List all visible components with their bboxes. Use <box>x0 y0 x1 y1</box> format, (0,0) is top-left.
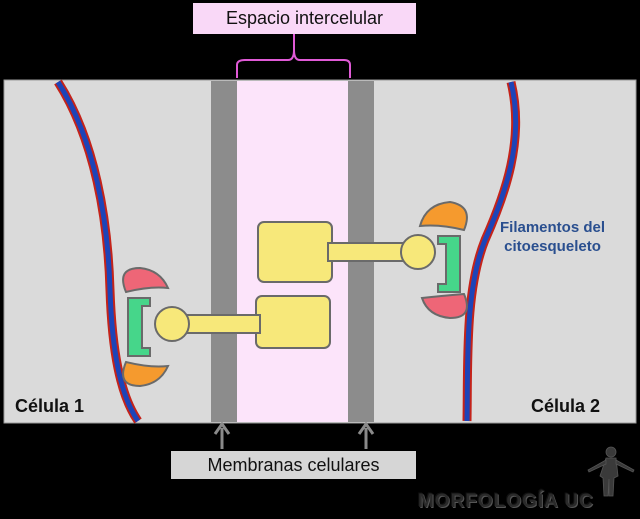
cytoskeleton-label-line1: Filamentos del <box>500 219 606 236</box>
watermark-text: MORFOLOGÍA UC <box>418 491 594 512</box>
adhesion-protein-right <box>257 221 436 283</box>
intercellular-bracket <box>236 49 351 78</box>
plaque-left <box>122 266 170 388</box>
cell-1-label: Célula 1 <box>15 396 85 416</box>
left-cell-membrane-line <box>54 79 142 424</box>
human-figure-icon <box>587 446 635 497</box>
adhesion-protein-left <box>154 295 331 349</box>
cell-2-label: Célula 2 <box>531 396 601 416</box>
plaque-right <box>418 200 468 320</box>
arrow-membrane-right <box>357 421 375 449</box>
cytoskeleton-label: Filamentos del citoesqueleto <box>500 218 605 256</box>
right-cell-membrane-line <box>462 80 521 422</box>
membrane-left <box>211 81 237 422</box>
cytoskeleton-label-line2: citoesqueleto <box>504 238 601 255</box>
arrow-membrane-left <box>213 421 231 449</box>
cell-membranes-label: Membranas celulares <box>171 451 416 479</box>
intercellular-space-label: Espacio intercelular <box>193 3 416 34</box>
